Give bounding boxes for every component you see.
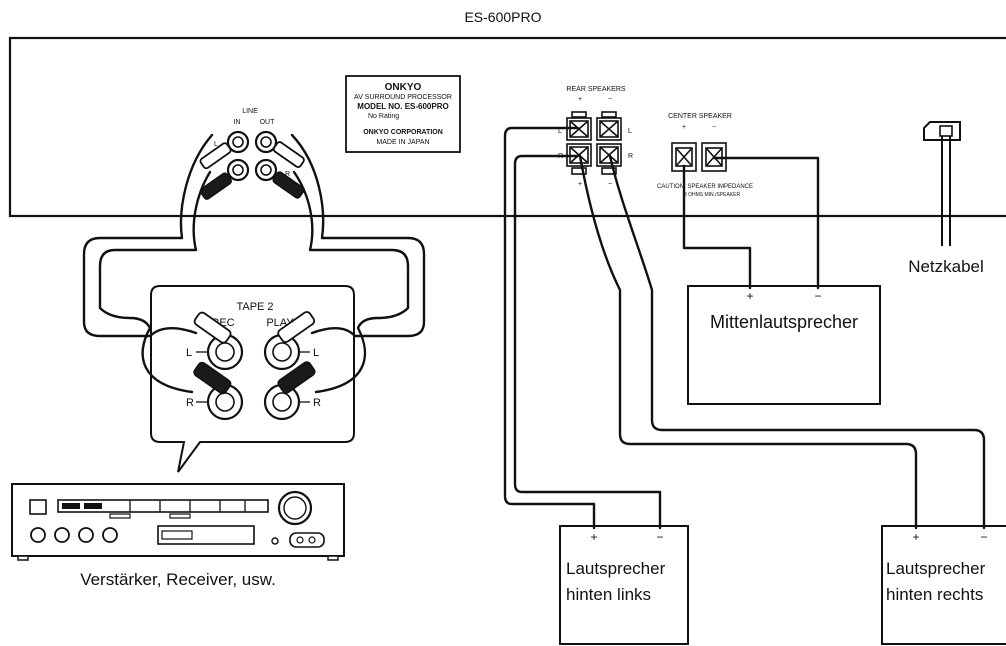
tape-plug-black-rec [193, 361, 232, 395]
nameplate: ONKYO AV SURROUND PROCESSOR MODEL NO. ES… [345, 75, 461, 153]
line-plug-black-in [199, 172, 232, 200]
rear-left-line2: hinten links [566, 585, 651, 604]
line-in-label: IN [234, 119, 241, 126]
center-minus-label: − [712, 124, 716, 131]
tape-label: TAPE 2 [236, 301, 273, 313]
nameplate-product: AV SURROUND PROCESSOR [354, 94, 452, 101]
rear-left-line1: Lautsprecher [566, 559, 666, 578]
line-left-label: L [214, 141, 218, 148]
rear-speaker-terminals: REAR SPEAKERS + − L L R R + − [558, 86, 633, 188]
amplifier-label: Verstärker, Receiver, usw. [80, 570, 276, 589]
center-plus-label: + [682, 124, 686, 131]
nameplate-model: MODEL NO. ES-600PRO [357, 102, 448, 111]
rear-r-label-right: R [628, 153, 633, 160]
tape-plug-white-rec [193, 311, 232, 344]
rear-speakers-label: REAR SPEAKERS [566, 86, 625, 93]
rear-plus-bottom: + [578, 181, 582, 188]
line-plug-black-out [272, 171, 305, 199]
nameplate-brand: ONKYO [385, 82, 422, 93]
amplifier [11, 483, 345, 561]
rear-right-plus: + [912, 530, 919, 544]
line-plug-white-in [199, 142, 232, 170]
rear-right-minus: − [980, 530, 987, 544]
power-inlet [923, 121, 961, 246]
tape-r-right: R [313, 397, 321, 409]
rear-l-label-left: L [558, 128, 562, 135]
line-right-label: R [285, 171, 290, 178]
speaker-wires [503, 126, 986, 530]
rca-cables [82, 133, 426, 394]
rear-right-line2: hinten rechts [886, 585, 983, 604]
device-title: ES-600PRO [464, 9, 541, 25]
rear-minus-label: − [608, 96, 612, 103]
rear-right-speaker-box: + − Lautsprecher hinten rechts [881, 525, 1006, 645]
line-jacks: LINE IN OUT L R [199, 108, 305, 200]
center-box-label: Mittenlautsprecher [710, 312, 858, 332]
tape-plug-white-play [277, 311, 316, 344]
nameplate-origin: MADE IN JAPAN [376, 139, 429, 146]
rear-plus-label: + [578, 96, 582, 103]
rear-l-label-right: L [628, 128, 632, 135]
rear-minus-bottom: − [608, 181, 612, 188]
center-box-plus: + [746, 289, 753, 303]
line-label: LINE [242, 108, 258, 115]
tape-plug-black-play [277, 361, 316, 394]
center-speaker-label: CENTER SPEAKER [668, 113, 732, 120]
rear-left-minus: − [656, 530, 663, 544]
power-cable-label: Netzkabel [908, 257, 984, 276]
center-caution: CAUTION: SPEAKER IMPEDANCE [657, 184, 753, 190]
center-box-minus: − [814, 289, 821, 303]
rear-left-speaker-box: + − Lautsprecher hinten links [559, 525, 689, 645]
tape-l-right: L [313, 347, 319, 359]
tape-jacks: TAPE 2 REC PLAY L L R R [186, 301, 321, 421]
nameplate-company: ONKYO CORPORATION [363, 129, 443, 136]
tape-r-left: R [186, 397, 194, 409]
rear-right-line1: Lautsprecher [886, 559, 986, 578]
center-speaker-box: + − Mittenlautsprecher [687, 285, 881, 405]
line-out-label: OUT [260, 119, 276, 126]
tape-callout [150, 285, 355, 473]
line-plug-white-out [272, 141, 305, 168]
tape-l-left: L [186, 347, 192, 359]
rear-left-plus: + [590, 530, 597, 544]
rear-panel [8, 36, 1006, 218]
nameplate-rating: No Rating [368, 113, 399, 120]
center-caution-2: 8 OHMS MIN./SPEAKER [684, 192, 741, 198]
